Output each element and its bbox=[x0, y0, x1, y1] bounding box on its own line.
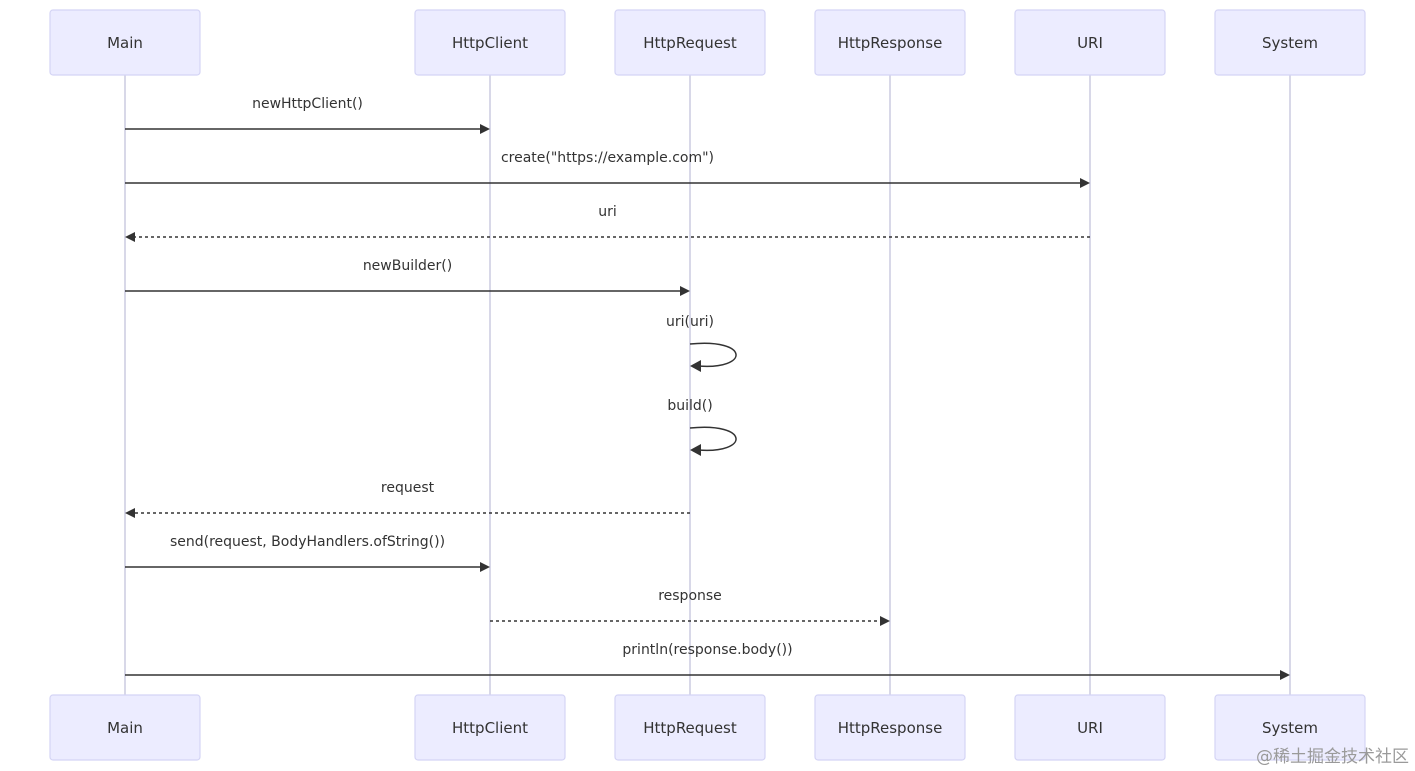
message-6: build() bbox=[667, 398, 737, 456]
arrowhead bbox=[480, 124, 490, 134]
actor-label: HttpRequest bbox=[643, 719, 737, 737]
actor-box bbox=[614, 9, 766, 76]
actor-bottom-httpclient: HttpClient bbox=[414, 694, 566, 761]
message-7: request bbox=[125, 480, 690, 518]
message-line bbox=[689, 426, 737, 452]
arrowhead bbox=[680, 286, 690, 296]
message-5: uri(uri) bbox=[666, 314, 737, 372]
actor-box bbox=[614, 694, 766, 761]
actor-label: Main bbox=[107, 34, 143, 52]
message-3: uri bbox=[125, 204, 1090, 242]
actor-box bbox=[814, 9, 966, 76]
message-label: create("https://example.com") bbox=[501, 150, 714, 166]
actor-bottom-httpresponse: HttpResponse bbox=[814, 694, 966, 761]
actor-top-uri: URI bbox=[1014, 9, 1166, 76]
actor-top-httpresponse: HttpResponse bbox=[814, 9, 966, 76]
actor-label: HttpResponse bbox=[838, 34, 943, 52]
arrowhead bbox=[690, 360, 701, 372]
actor-label: URI bbox=[1077, 719, 1103, 737]
actor-bottom-system: System bbox=[1214, 694, 1366, 761]
arrowhead bbox=[125, 508, 135, 518]
message-label: uri bbox=[598, 204, 617, 220]
message-9: response bbox=[490, 588, 890, 626]
message-label: newHttpClient() bbox=[252, 96, 363, 112]
actor-top-system: System bbox=[1214, 9, 1366, 76]
arrowhead bbox=[1280, 670, 1290, 680]
actor-label: HttpResponse bbox=[838, 719, 943, 737]
actor-top-httpclient: HttpClient bbox=[414, 9, 566, 76]
actor-box bbox=[414, 694, 566, 761]
actor-box bbox=[1014, 9, 1166, 76]
actor-box bbox=[814, 694, 966, 761]
actor-label: System bbox=[1262, 34, 1318, 52]
message-label: request bbox=[381, 480, 435, 496]
message-label: uri(uri) bbox=[666, 314, 714, 330]
message-10: println(response.body()) bbox=[125, 642, 1290, 680]
actor-box bbox=[49, 9, 201, 76]
actor-box bbox=[1014, 694, 1166, 761]
actor-label: HttpClient bbox=[452, 34, 528, 52]
actor-top-main: Main bbox=[49, 9, 201, 76]
message-4: newBuilder() bbox=[125, 258, 690, 296]
actor-label: HttpClient bbox=[452, 719, 528, 737]
arrowhead bbox=[690, 444, 701, 456]
message-label: send(request, BodyHandlers.ofString()) bbox=[170, 534, 445, 550]
message-label: response bbox=[658, 588, 722, 604]
message-label: println(response.body()) bbox=[622, 642, 792, 658]
message-1: newHttpClient() bbox=[125, 96, 490, 134]
actor-box bbox=[1214, 9, 1366, 76]
actor-bottom-httprequest: HttpRequest bbox=[614, 694, 766, 761]
message-8: send(request, BodyHandlers.ofString()) bbox=[125, 534, 490, 572]
message-label: build() bbox=[667, 398, 712, 414]
actor-label: URI bbox=[1077, 34, 1103, 52]
actor-bottom-main: Main bbox=[49, 694, 201, 761]
message-2: create("https://example.com") bbox=[125, 150, 1090, 188]
actor-box bbox=[414, 9, 566, 76]
arrowhead bbox=[480, 562, 490, 572]
arrowhead bbox=[880, 616, 890, 626]
actor-label: System bbox=[1262, 719, 1318, 737]
actor-box bbox=[49, 694, 201, 761]
actor-top-httprequest: HttpRequest bbox=[614, 9, 766, 76]
watermark: @稀土掘金技术社区 bbox=[1256, 747, 1409, 767]
actor-label: Main bbox=[107, 719, 143, 737]
arrowhead bbox=[1080, 178, 1090, 188]
message-label: newBuilder() bbox=[363, 258, 452, 274]
message-line bbox=[689, 342, 737, 368]
actor-box bbox=[1214, 694, 1366, 761]
actor-bottom-uri: URI bbox=[1014, 694, 1166, 761]
actor-label: HttpRequest bbox=[643, 34, 737, 52]
arrowhead bbox=[125, 232, 135, 242]
